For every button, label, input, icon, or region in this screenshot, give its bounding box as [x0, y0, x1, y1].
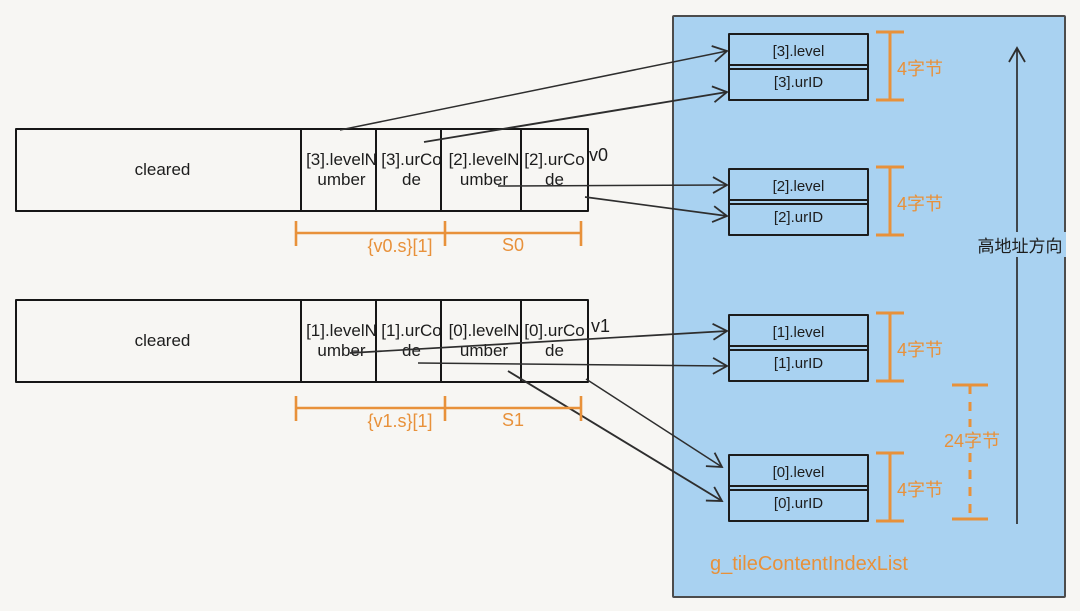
row-label-v0: v0 [589, 145, 609, 165]
index-entry-0-level: [0].level [728, 454, 869, 491]
memory-cell-v0-1: [3].urCode [375, 128, 448, 212]
total-size-label: 24字节 [934, 427, 1010, 453]
index-entry-3-urid: [3].urID [728, 64, 869, 101]
row-label-v1: v1 [591, 316, 611, 336]
size-label-1: 4字节 [897, 340, 944, 360]
memory-cell-v1-3: [0].urCode [520, 299, 589, 383]
memory-cell-v0-2: [2].levelNumber [440, 128, 528, 212]
index-list-panel [672, 15, 1066, 598]
size-label-0: 4字节 [897, 480, 944, 500]
index-entry-1-level: [1].level [728, 314, 869, 351]
memory-cell-v0-0: [3].levelNumber [300, 128, 383, 212]
memory-cell-v1-2: [0].levelNumber [440, 299, 528, 383]
index-entry-1-urid: [1].urID [728, 345, 869, 382]
high-address-direction-label: 高地址方向 [974, 232, 1066, 257]
index-entry-0-urid: [0].urID [728, 485, 869, 522]
span-label-s0: S0 [501, 235, 525, 255]
arrow-v0-to-3level [339, 45, 729, 131]
index-entry-3-level: [3].level [728, 33, 869, 70]
size-label-2: 4字节 [897, 194, 944, 214]
span-label-v1s1: {v1.s}[1] [367, 411, 433, 431]
index-entry-2-level: [2].level [728, 168, 869, 205]
size-label-3: 4字节 [897, 59, 944, 79]
cleared-block-v0: cleared [15, 128, 310, 212]
memory-cell-v1-1: [1].urCode [375, 299, 448, 383]
panel-title: g_tileContentIndexList [710, 553, 908, 575]
cleared-block-v1: cleared [15, 299, 310, 383]
memory-cell-v0-3: [2].urCode [520, 128, 589, 212]
span-label-v0s1: {v0.s}[1] [367, 236, 433, 256]
index-entry-2-urid: [2].urID [728, 199, 869, 236]
memory-cell-v1-0: [1].levelNumber [300, 299, 383, 383]
span-label-s1: S1 [501, 410, 525, 430]
